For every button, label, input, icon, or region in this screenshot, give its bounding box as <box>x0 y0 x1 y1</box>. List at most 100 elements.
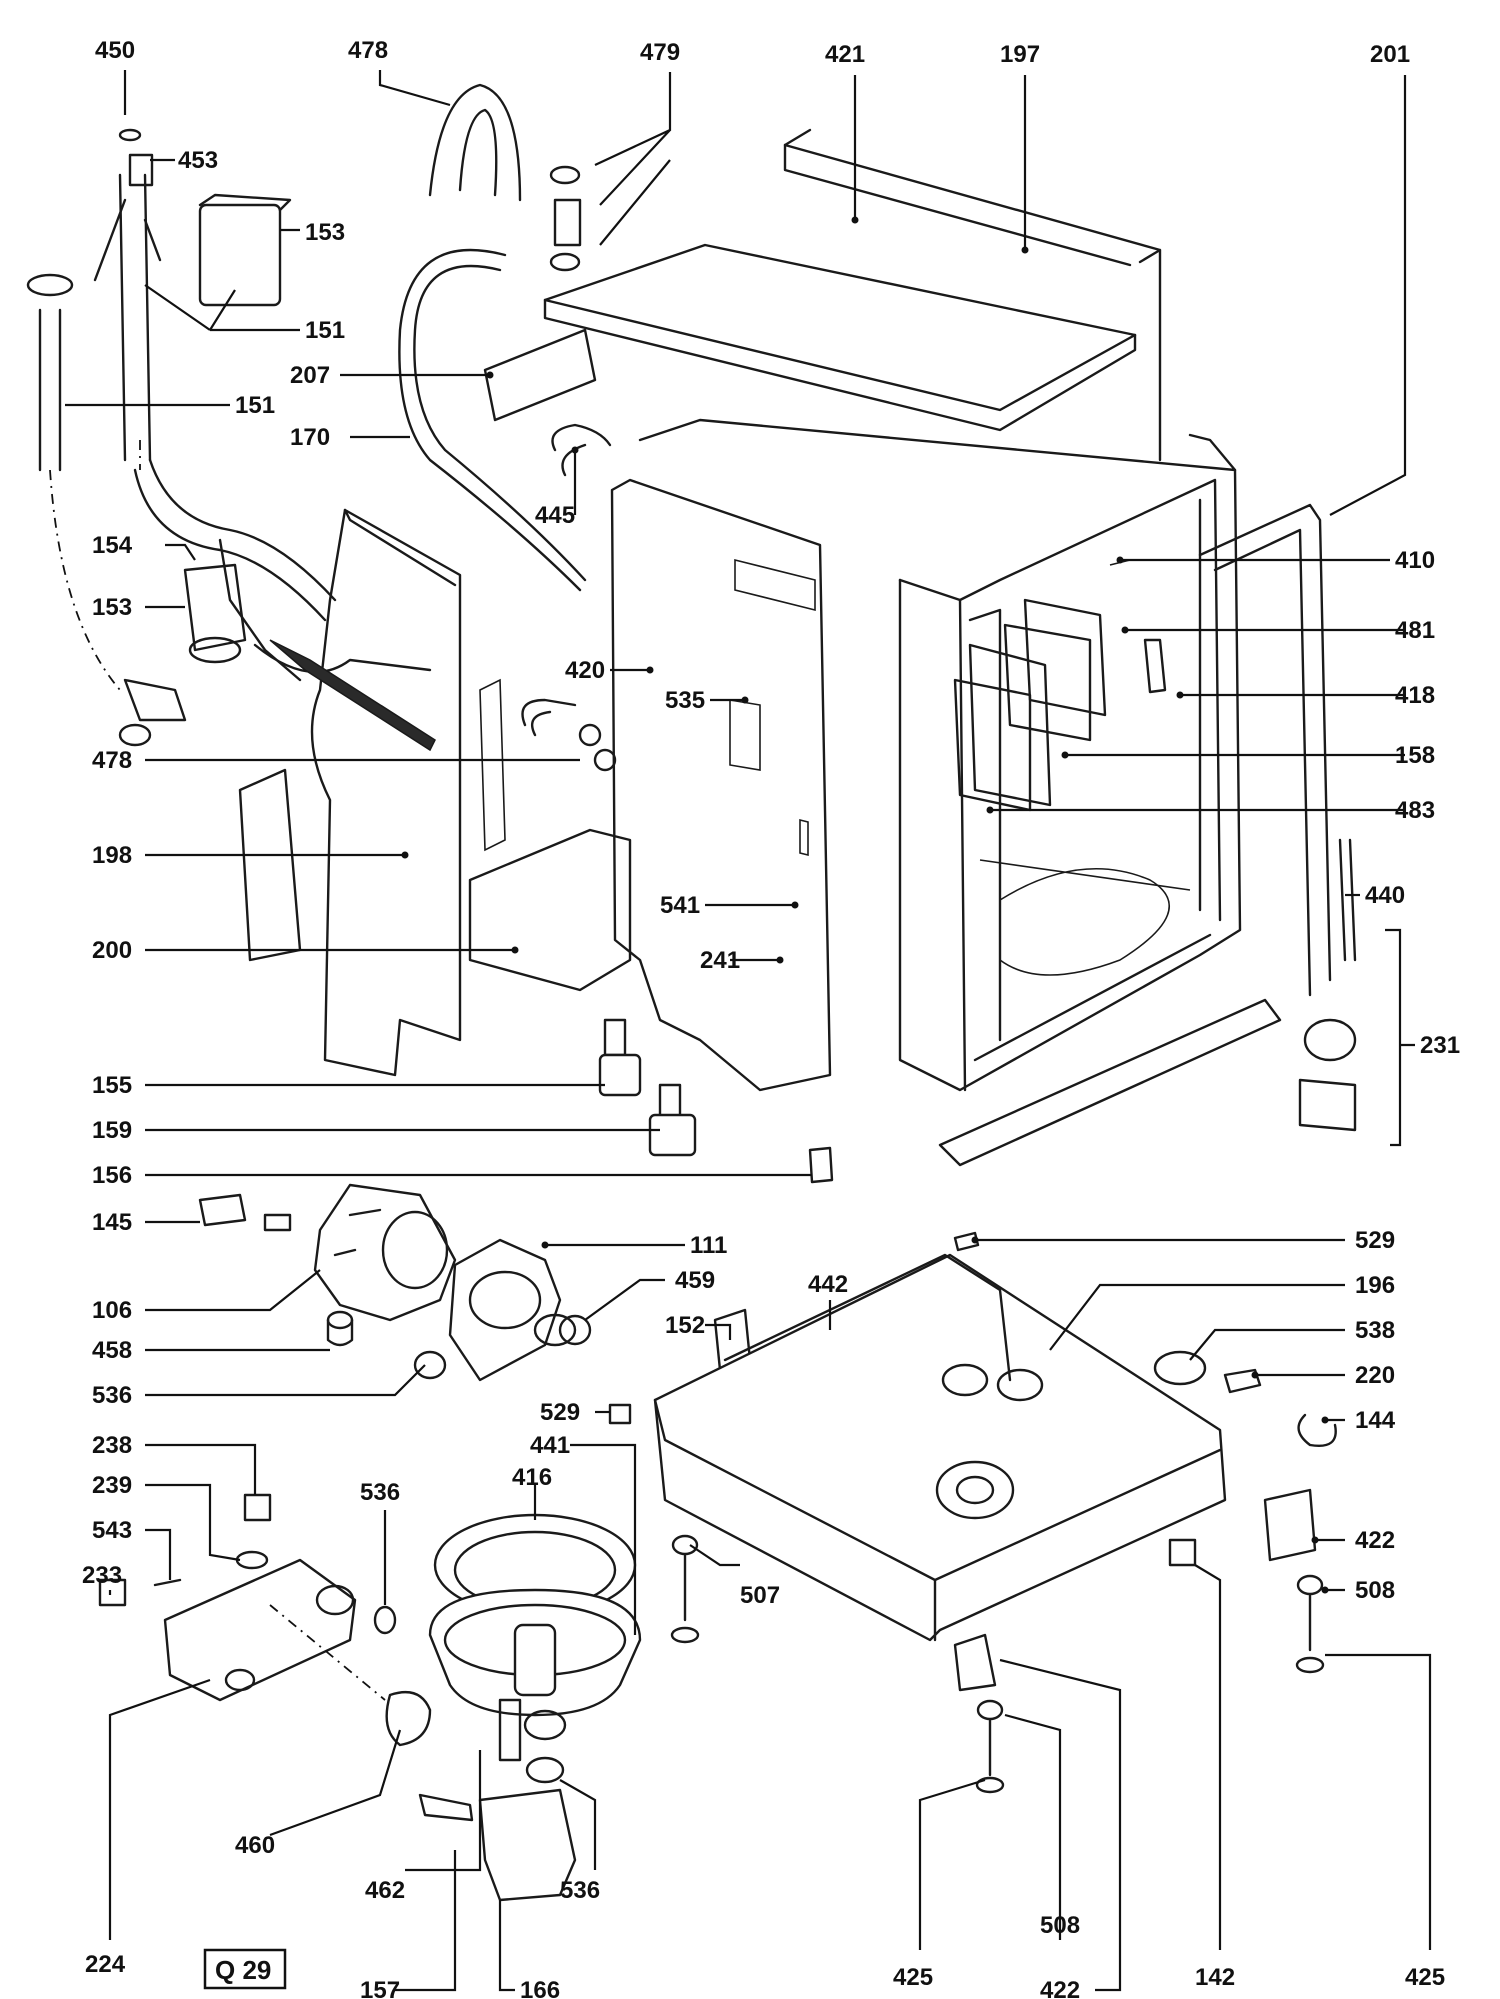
callout-543: 543 <box>92 1517 132 1544</box>
callout-425-center: 425 <box>893 1964 933 1991</box>
inlet-hose-assembly <box>26 128 432 682</box>
valve-159 <box>648 1083 697 1157</box>
callout-156: 156 <box>92 1162 132 1189</box>
callout-507: 507 <box>740 1582 780 1609</box>
callout-529-mid: 529 <box>540 1399 580 1426</box>
ring-536-c <box>523 1709 567 1784</box>
callout-106: 106 <box>92 1297 132 1324</box>
dashed-guides <box>49 440 386 1701</box>
seal-459 <box>558 1314 592 1346</box>
callout-154: 154 <box>92 532 133 559</box>
clamps-479 <box>549 165 582 272</box>
callout-200: 200 <box>92 937 132 964</box>
callout-421: 421 <box>825 41 865 68</box>
callout-231: 231 <box>1420 1032 1460 1059</box>
callout-151-left: 151 <box>235 392 275 419</box>
inlet-fittings <box>118 678 187 747</box>
callout-157: 157 <box>360 1977 400 1999</box>
callout-155: 155 <box>92 1072 132 1099</box>
callout-453: 453 <box>178 147 218 174</box>
callout-458: 458 <box>92 1337 132 1364</box>
callout-481: 481 <box>1395 617 1435 644</box>
hose-460 <box>385 1690 432 1747</box>
leader-dots <box>401 216 1329 1594</box>
callout-145: 145 <box>92 1209 132 1236</box>
callout-478-left: 478 <box>92 747 132 774</box>
callout-529-right: 529 <box>1355 1227 1395 1254</box>
sensor-145 <box>198 1193 292 1232</box>
hose-478-lower <box>521 698 617 772</box>
clip-529-b <box>608 1403 632 1425</box>
callout-535: 535 <box>665 687 705 714</box>
callout-198: 198 <box>92 842 132 869</box>
clip-156 <box>808 1146 834 1184</box>
callout-460: 460 <box>235 1832 275 1859</box>
pipe-462 <box>498 1698 522 1762</box>
clip-529-a <box>953 1231 980 1252</box>
callout-238: 238 <box>92 1432 132 1459</box>
callout-142: 142 <box>1195 1964 1235 1991</box>
foot-508-center <box>975 1699 1005 1794</box>
door-seal-201 <box>1198 503 1332 997</box>
callout-425-right: 425 <box>1405 1964 1445 1991</box>
elbow-445 <box>551 423 612 477</box>
callout-159: 159 <box>92 1117 132 1144</box>
callout-166: 166 <box>520 1977 560 1999</box>
pump-111 <box>448 1238 577 1382</box>
spacer-458 <box>326 1310 354 1347</box>
callout-416: 416 <box>512 1464 552 1491</box>
callout-220: 220 <box>1355 1362 1395 1389</box>
heater-224 <box>163 1558 357 1702</box>
callout-153-top: 153 <box>305 219 345 246</box>
rod-440 <box>1338 838 1357 962</box>
reference-label: Q 29 <box>215 1955 271 1985</box>
callout-479: 479 <box>640 39 680 66</box>
callout-207: 207 <box>290 362 330 389</box>
callout-536-bottom: 536 <box>560 1877 600 1904</box>
foot-508-right <box>1295 1574 1325 1674</box>
seal-239 <box>235 1550 269 1570</box>
pressure-switch-231 <box>1298 1018 1357 1132</box>
callout-197: 197 <box>1000 41 1040 68</box>
callout-224: 224 <box>85 1951 126 1978</box>
callout-541: 541 <box>660 892 700 919</box>
callout-536-mid: 536 <box>360 1479 400 1506</box>
bracket-422-right <box>1263 1488 1317 1562</box>
foot-507 <box>670 1534 700 1644</box>
callout-459: 459 <box>675 1267 715 1294</box>
clip-233 <box>98 1578 127 1607</box>
callout-151-top: 151 <box>305 317 345 344</box>
base-rail <box>938 998 1282 1167</box>
callout-422-right: 422 <box>1355 1527 1395 1554</box>
switch-220 <box>1223 1368 1262 1394</box>
float-538 <box>1153 1350 1207 1386</box>
callout-233: 233 <box>82 1562 122 1589</box>
base-tray-196 <box>653 1253 1227 1642</box>
callout-labels: 450 478 479 421 197 201 453 153 151 207 … <box>82 37 1460 1999</box>
thermostat-238 <box>243 1493 272 1522</box>
callout-170: 170 <box>290 424 330 451</box>
cabinet-body <box>638 418 1242 1092</box>
insulation-pad <box>238 768 302 962</box>
callout-420: 420 <box>565 657 605 684</box>
bracket-200 <box>468 678 632 992</box>
top-panel-421 <box>543 243 1137 432</box>
callout-508-center: 508 <box>1040 1912 1080 1939</box>
callout-478-top: 478 <box>348 37 388 64</box>
sump-housing-106 <box>313 1183 457 1322</box>
callout-241: 241 <box>700 947 740 974</box>
valve-155 <box>598 1018 642 1097</box>
callout-536-left: 536 <box>92 1382 132 1409</box>
inlet-valve-153 <box>183 563 436 752</box>
reference-box: Q 29 <box>203 1948 287 1990</box>
side-panel-420 <box>610 478 832 1092</box>
bracket-422-center <box>953 1633 997 1692</box>
hose-478-top <box>428 83 522 202</box>
callout-441: 441 <box>530 1432 570 1459</box>
panel-198 <box>310 508 462 1077</box>
leader-lines <box>65 70 1432 1992</box>
callout-158: 158 <box>1395 742 1435 769</box>
callout-483: 483 <box>1395 797 1435 824</box>
filter-157 <box>418 1793 474 1822</box>
